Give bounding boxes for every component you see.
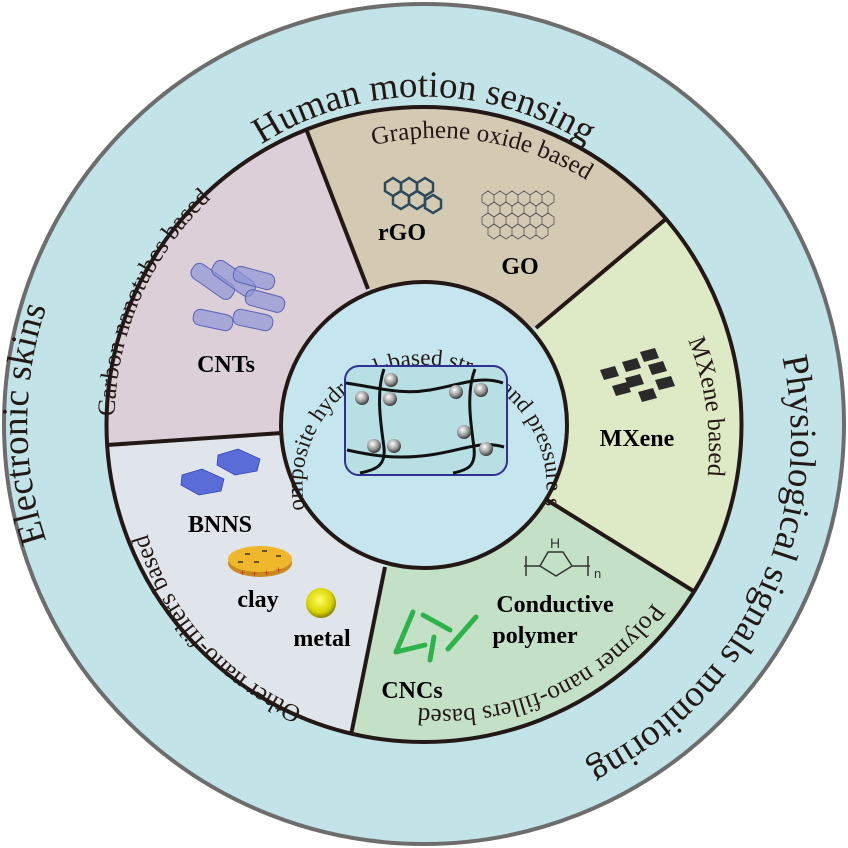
divider-other-cnt [106, 431, 283, 447]
divider-go-mxene [534, 216, 669, 330]
metal-nanoparticle-icon [306, 588, 336, 618]
graphene-oxide-structure-icon [481, 190, 555, 240]
svg-text:+: + [264, 568, 269, 578]
segment-ring-border [104, 105, 744, 744]
divider-polymer-other [348, 566, 387, 741]
carbon-nanotubes-icon [190, 259, 286, 332]
boron-nitride-nanosheets-icon [180, 448, 261, 496]
hydrogel-network-icon [344, 365, 508, 476]
polypyrrole-structure-icon [524, 551, 590, 577]
mxene-sheets-icon [600, 348, 675, 402]
reduced-graphene-oxide-icon [383, 176, 443, 215]
item-label-bnns: BNNS [188, 512, 252, 538]
svg-text:+: + [252, 569, 257, 579]
polymer-atom-h: H [550, 535, 560, 551]
polymer-subscript-n: n [594, 566, 601, 581]
item-label-go: GO [501, 254, 538, 280]
segment-dividers [106, 125, 697, 741]
item-label-mxene: MXene [600, 426, 675, 452]
item-label-polymer: polymer [492, 623, 578, 649]
item-label-rgo: rGO [378, 220, 426, 246]
svg-text:+: + [240, 568, 245, 578]
item-label-clay: clay [237, 587, 278, 613]
divider-mxene-polymer [545, 498, 697, 594]
segment-mxene [536, 200, 742, 700]
divider-cnt-go [303, 125, 370, 290]
clay-platelet-icon: + + + + [228, 546, 292, 579]
item-label-cncs: CNCs [381, 678, 442, 704]
item-label-conductive: Conductive [496, 592, 614, 618]
item-label-cnts: CNTs [197, 352, 255, 378]
cellulose-nanocrystals-icon [393, 609, 479, 663]
svg-text:+: + [276, 565, 281, 575]
item-label-metal: metal [293, 626, 351, 652]
